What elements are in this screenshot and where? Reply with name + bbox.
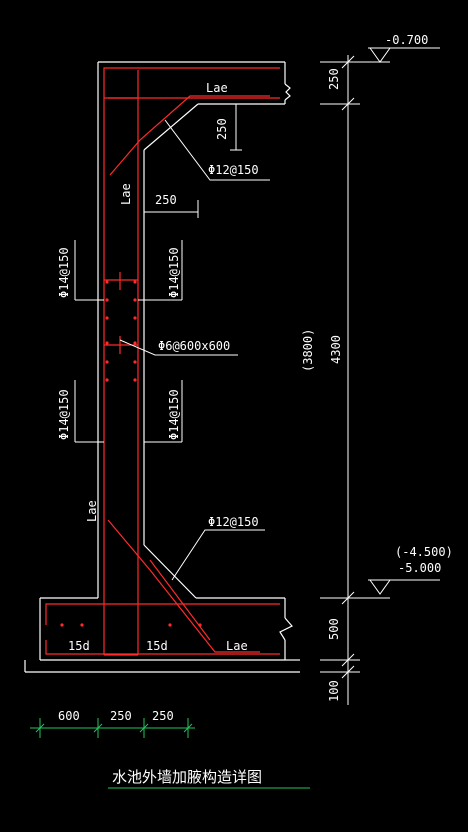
label-anchor-left: 15d bbox=[68, 639, 90, 653]
elevation-bottom: -5.000 bbox=[398, 561, 441, 575]
base-top-bar bbox=[45, 603, 280, 625]
leader-lines bbox=[74, 103, 270, 581]
dim-base-slab: 500 bbox=[327, 618, 341, 640]
label-lae-top: Lae bbox=[206, 81, 228, 95]
label-anchor-right: 15d bbox=[146, 639, 168, 653]
elevation-bottom-paren: (-4.500) bbox=[395, 545, 453, 559]
label-bar-left-upper: Φ14@150 bbox=[57, 247, 71, 298]
bottom-haunch-bar bbox=[107, 519, 260, 653]
top-haunch-bar bbox=[109, 95, 270, 176]
dim-top-slab: 250 bbox=[327, 68, 341, 90]
label-bar-bottom-haunch: Φ12@150 bbox=[208, 515, 259, 529]
dim-footing-left: 600 bbox=[58, 709, 80, 723]
label-bar-top-haunch: Φ12@150 bbox=[208, 163, 259, 177]
wall-outer-bar bbox=[103, 67, 280, 655]
label-lae-base: Lae bbox=[226, 639, 248, 653]
rebar-dots bbox=[60, 280, 202, 627]
elevation-top: -0.700 bbox=[385, 33, 428, 47]
label-bar-left-lower: Φ14@150 bbox=[57, 389, 71, 440]
dim-wall-height-paren: (3800) bbox=[301, 329, 315, 372]
label-lae-lower: Lae bbox=[85, 500, 99, 522]
dim-wall-height: 4300 bbox=[329, 335, 343, 364]
dim-base-pad: 100 bbox=[327, 680, 341, 702]
drawing-title: 水池外墙加腋构造详图 bbox=[112, 768, 262, 786]
dim-haunch-width: 250 bbox=[155, 193, 177, 207]
label-lae-wall: Lae bbox=[119, 183, 133, 205]
dim-haunch-height: 250 bbox=[215, 118, 229, 140]
dim-wall-thickness: 250 bbox=[110, 709, 132, 723]
vertical-dimensions bbox=[320, 47, 440, 705]
rebar bbox=[45, 67, 280, 656]
concrete-outline bbox=[24, 61, 300, 673]
label-tie-bars: Φ6@600x600 bbox=[158, 339, 230, 353]
base-bottom-bar bbox=[45, 640, 280, 655]
dim-haunch-bottom-width: 250 bbox=[152, 709, 174, 723]
horizontal-dimensions bbox=[30, 718, 310, 789]
label-bar-right-lower: Φ14@150 bbox=[167, 389, 181, 440]
label-bar-right-upper: Φ14@150 bbox=[167, 247, 181, 298]
